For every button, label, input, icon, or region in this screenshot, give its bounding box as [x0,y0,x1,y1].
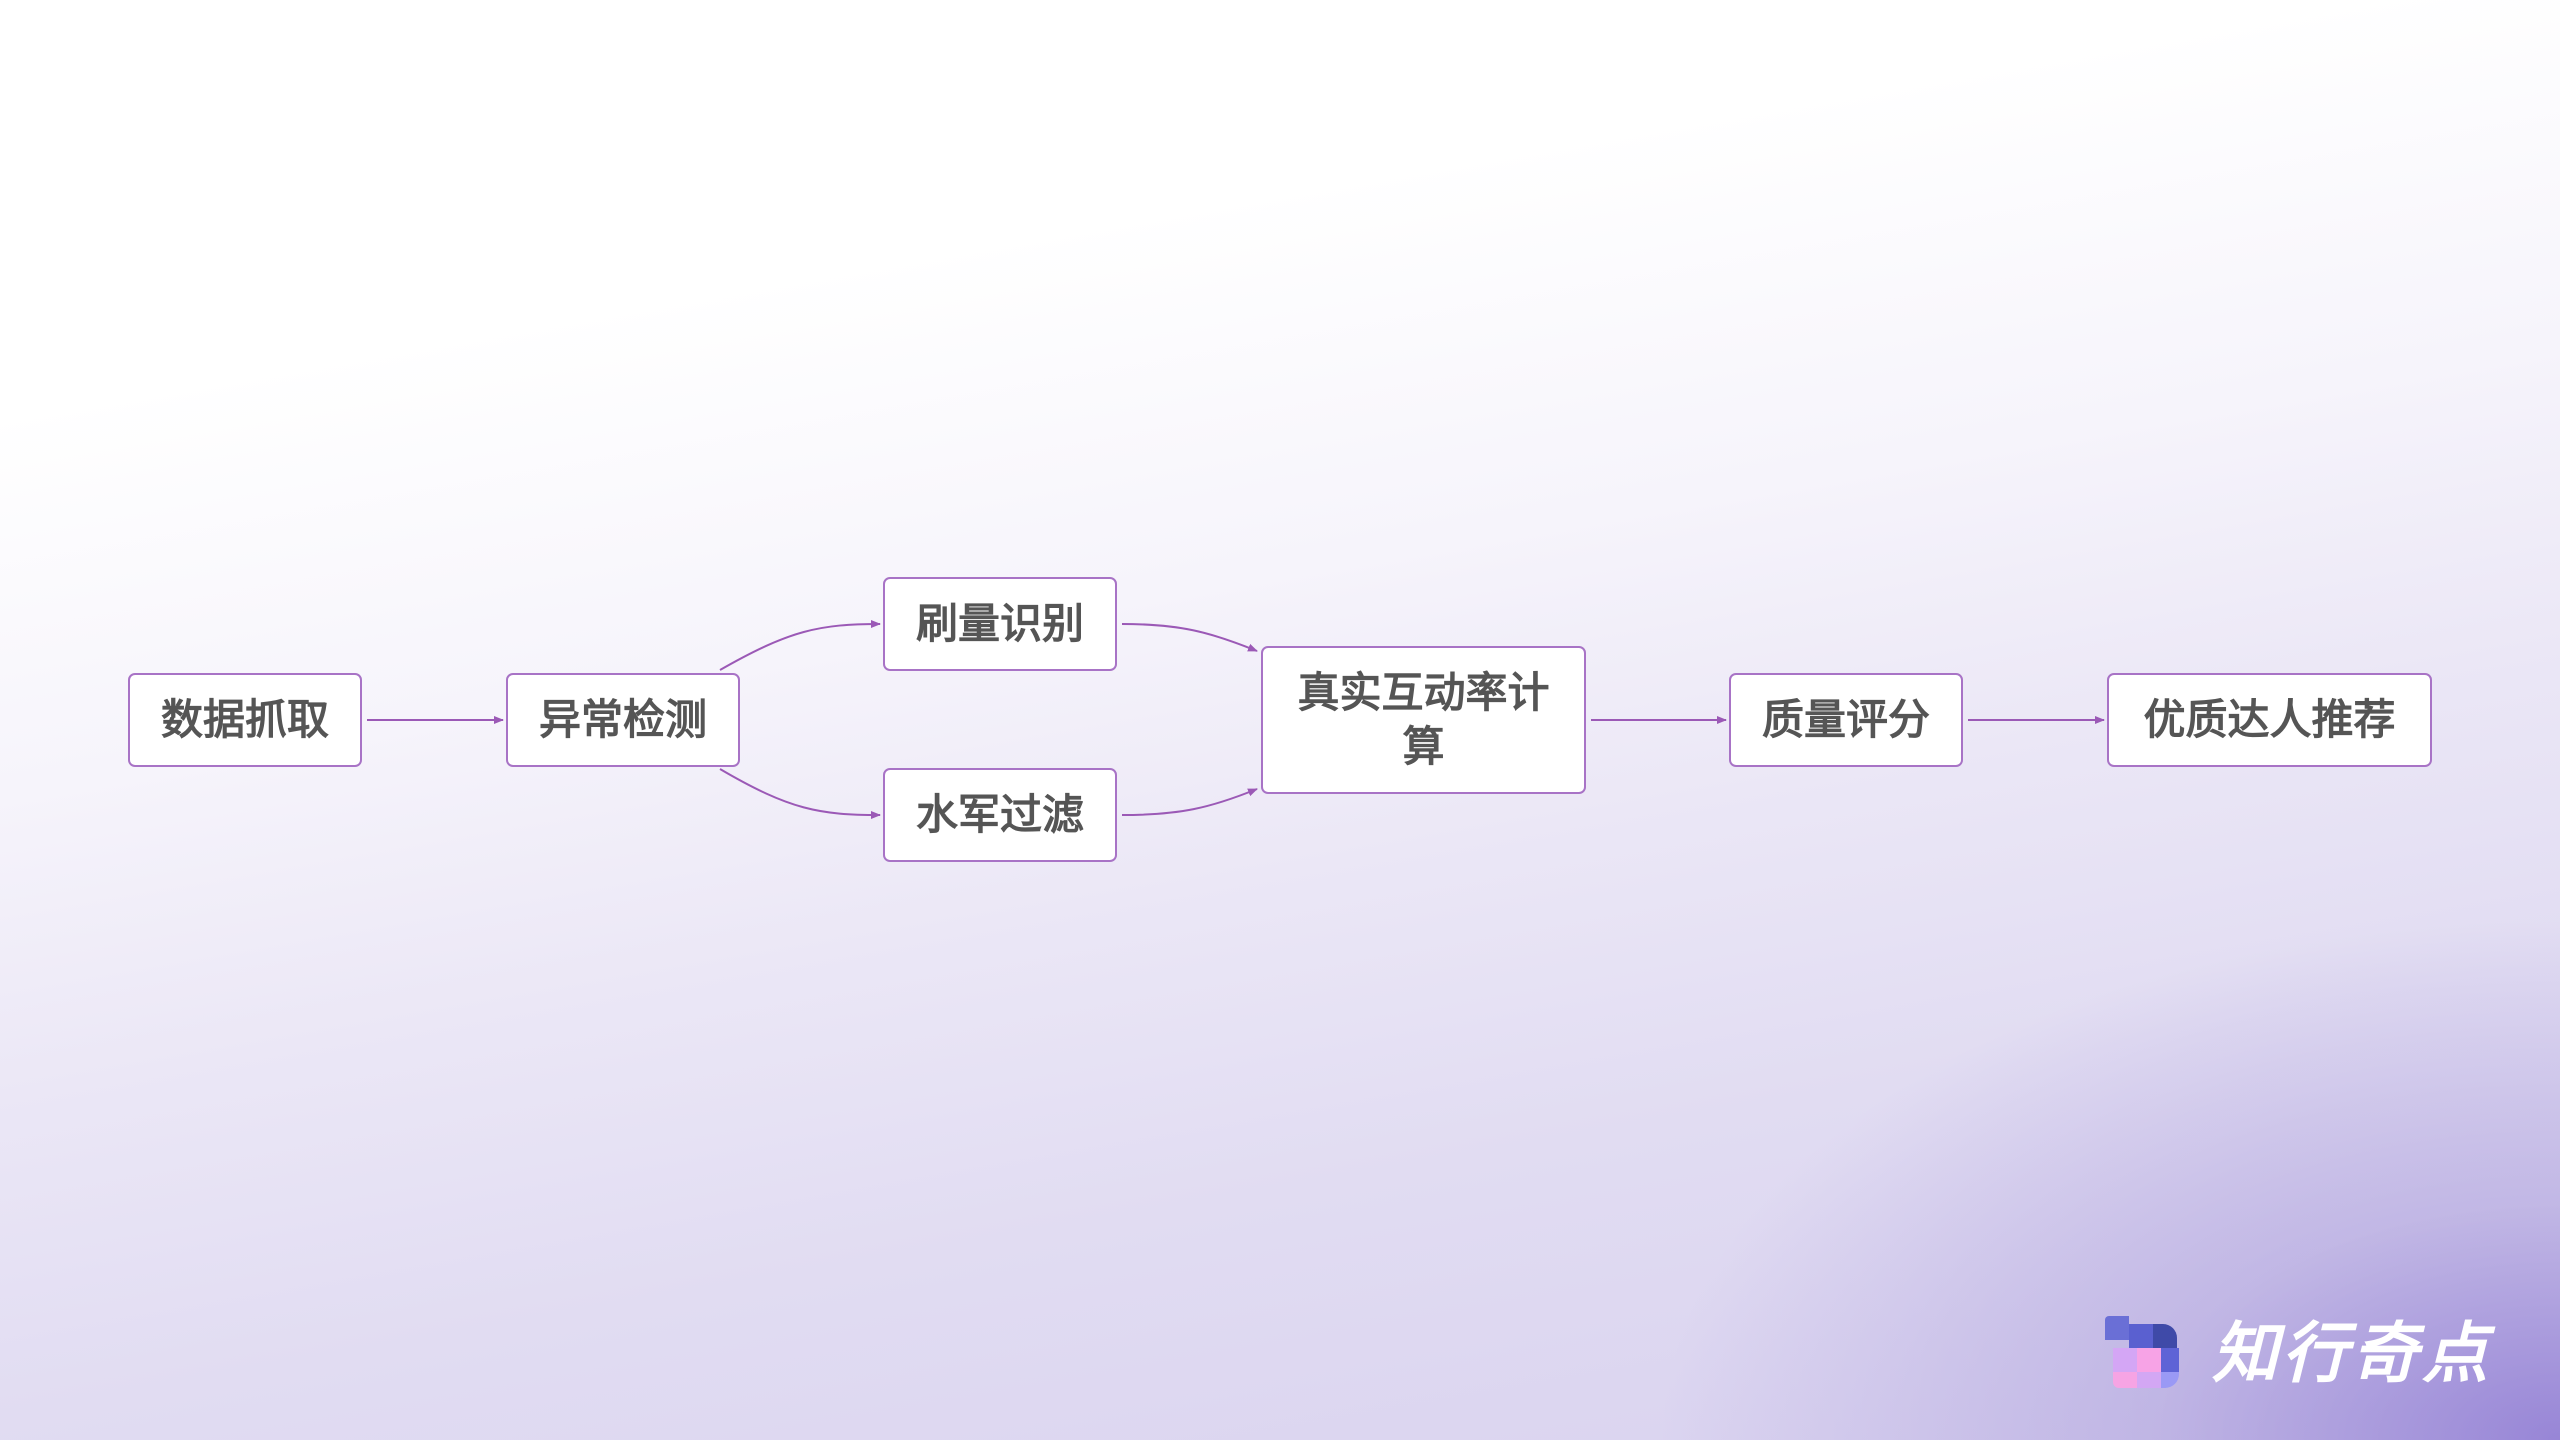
node-label: 真实互动率计算 [1297,668,1550,771]
node-label: 水军过滤 [915,790,1084,839]
node-fake-traffic-identification: 刷量识别 [883,577,1117,671]
node-bot-filtering: 水军过滤 [883,768,1117,862]
node-quality-scoring: 质量评分 [1729,673,1963,767]
node-data-scraping: 数据抓取 [128,673,362,767]
node-anomaly-detection: 异常检测 [506,673,740,767]
edge-n3-n5 [1121,623,1258,652]
brand-name: 知行奇点 [2212,1315,2492,1392]
edge-n2-n4 [719,768,881,819]
edge-n2-n3 [719,620,881,671]
edge-n4-n5 [1121,788,1258,816]
node-quality-influencer-recommendation: 优质达人推荐 [2107,673,2432,767]
node-label: 刷量识别 [915,599,1084,648]
node-label: 优质达人推荐 [2143,695,2396,744]
node-label: 异常检测 [538,695,707,744]
pixel-grid-logo-icon [2105,1316,2179,1388]
brand-logo: 知行奇点 [2105,1316,2505,1392]
node-real-engagement-calculation: 真实互动率计算 [1261,646,1586,794]
node-label: 数据抓取 [160,695,329,744]
node-label: 质量评分 [1761,695,1930,744]
